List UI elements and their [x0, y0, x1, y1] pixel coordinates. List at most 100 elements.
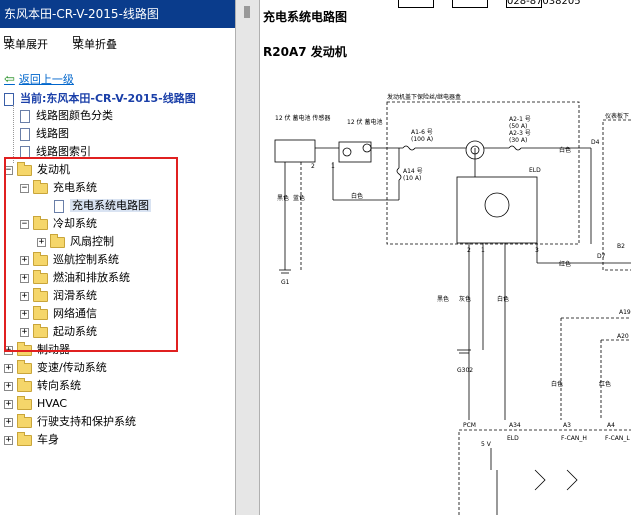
expand-toggle-icon[interactable]: +	[4, 434, 13, 445]
expand-icon	[4, 36, 11, 43]
folder-icon	[17, 395, 32, 410]
expand-toggle-icon[interactable]: +	[37, 236, 46, 247]
wire-color-white: 白色	[551, 380, 563, 388]
tree-item-fuel-emission[interactable]: +燃油和排放系统	[20, 269, 130, 284]
pin-3-label: 3	[535, 247, 539, 254]
folder-icon	[33, 251, 48, 266]
expand-toggle-icon[interactable]: +	[4, 380, 13, 391]
expand-toggle-icon[interactable]: +	[20, 326, 29, 337]
pane-splitter[interactable]	[235, 0, 260, 515]
wiring-diagram: 发动机盖下保险丝/继电器盒 12 伏 蓄电池 传感器 12 伏 蓄电池 A1-6…	[274, 93, 631, 515]
fuse-a14-label: A14 号	[403, 168, 423, 175]
folder-icon	[17, 341, 32, 356]
fuse-a14-amp: (10 A)	[403, 175, 421, 182]
folder-icon	[50, 233, 65, 248]
window-title: 东风本田-CR-V-2015-线路图	[0, 0, 235, 28]
folder-icon	[17, 431, 32, 446]
scrollbar-thumb[interactable]	[244, 6, 250, 18]
back-arrow-icon: ⇦	[4, 72, 15, 87]
pin-2-label: 2	[467, 247, 471, 254]
fuse-a16-amp: (100 A)	[411, 136, 433, 143]
tree-item-lubrication[interactable]: +润滑系统	[20, 287, 97, 302]
tree-item-brake[interactable]: +制动器	[4, 341, 70, 356]
tree-item-wiring-index[interactable]: 线路图索引	[20, 143, 91, 160]
tree-item-cruise-control[interactable]: +巡航控制系统	[20, 251, 119, 266]
document-header	[392, 0, 631, 8]
d4-label: D4	[591, 139, 600, 146]
folder-open-icon	[33, 179, 48, 194]
expand-toggle-icon[interactable]: +	[4, 344, 13, 355]
tree-item-network[interactable]: +网络通信	[20, 305, 97, 320]
header-cell	[398, 0, 434, 8]
collapse-toggle-icon[interactable]: −	[20, 218, 29, 229]
tree-item-wiring-diagram[interactable]: 线路图	[20, 125, 69, 142]
current-location: 当前:东风本田-CR-V-2015-线路图	[4, 90, 196, 106]
a4-label: A4	[607, 422, 615, 429]
a3-label: A3	[563, 422, 571, 429]
d7-label: D7	[597, 253, 606, 260]
wire-color-white: 白色	[559, 146, 571, 154]
header-cell	[506, 0, 542, 8]
tree-item-transmission[interactable]: +变速/传动系统	[4, 359, 107, 374]
a19-label: A19	[619, 309, 631, 316]
pin-1-label: 1	[481, 247, 485, 254]
document-subtitle: R20A7 发动机	[263, 45, 347, 59]
folder-icon	[17, 377, 32, 392]
tree-item-steering[interactable]: +转向系统	[4, 377, 81, 392]
a34-label: A34	[509, 422, 521, 429]
tree-item-charging-system[interactable]: −充电系统	[20, 179, 97, 194]
wire-color-gray: 灰色	[459, 295, 471, 303]
battery-sensor-label: 12 伏 蓄电池 传感器	[275, 114, 330, 122]
tree-item-hvac[interactable]: +HVAC	[4, 395, 68, 410]
expand-toggle-icon[interactable]: +	[4, 398, 13, 409]
location-icon	[4, 92, 14, 106]
wire-color-white: 白色	[351, 192, 363, 200]
eld-input-label: ELD	[507, 435, 519, 442]
fuse-a16-label: A1-6 号	[411, 129, 433, 136]
folder-icon	[17, 413, 32, 428]
tree-item-cooling-system[interactable]: −冷却系统	[20, 215, 97, 230]
document-pane: 028-87038205 充电系统电路图 R20A7 发动机	[261, 0, 631, 515]
ground-g302-label: G302	[457, 367, 473, 374]
phone-number: 028-87038205	[507, 0, 581, 7]
pin-1-label: 1	[331, 163, 335, 170]
folder-icon	[33, 323, 48, 338]
wire-color-white: 白色	[497, 295, 509, 303]
expand-toggle-icon[interactable]: +	[20, 308, 29, 319]
document-icon	[20, 145, 30, 159]
battery-label: 12 伏 蓄电池	[347, 118, 382, 126]
tree-item-safety[interactable]: +行驶支持和保护系统	[4, 413, 136, 428]
header-cell	[452, 0, 488, 8]
tree-item-charging-diagram[interactable]: 充电系统电路图	[54, 197, 151, 214]
expand-toggle-icon[interactable]: +	[4, 416, 13, 427]
tree-item-body[interactable]: +车身	[4, 431, 59, 446]
expand-toggle-icon[interactable]: +	[4, 362, 13, 373]
folder-open-icon	[17, 161, 32, 176]
pcm-label: PCM	[463, 422, 476, 429]
navigation-pane: 东风本田-CR-V-2015-线路图 菜单展开 菜单折叠 ⇦返回上一级 当前:东…	[0, 0, 235, 515]
tree-item-color-classification[interactable]: 线路图颜色分类	[20, 107, 113, 124]
expand-toggle-icon[interactable]: +	[20, 254, 29, 265]
expand-toggle-icon[interactable]: +	[20, 290, 29, 301]
document-title: 充电系统电路图	[263, 10, 348, 24]
fuse-box-label: 发动机盖下保险丝/继电器盒	[387, 93, 461, 101]
tree-item-engine[interactable]: −发动机	[4, 161, 70, 176]
collapse-icon	[73, 36, 80, 43]
folder-icon	[33, 287, 48, 302]
back-link[interactable]: ⇦返回上一级	[4, 72, 74, 87]
wire-color-red: 红色	[599, 380, 611, 388]
tree-item-starting-system[interactable]: +起动系统	[20, 323, 97, 338]
collapse-toggle-icon[interactable]: −	[20, 182, 29, 193]
eld-label: ELD	[529, 167, 541, 174]
b2-label: B2	[617, 243, 625, 250]
wire-color-red: 红色	[559, 260, 571, 268]
ground-g1-label: G1	[281, 279, 290, 286]
expand-toggle-icon[interactable]: +	[20, 272, 29, 283]
document-icon	[20, 127, 30, 141]
wire-color-black: 黑色	[437, 295, 449, 303]
collapse-toggle-icon[interactable]: −	[4, 164, 13, 175]
a20-label: A20	[617, 333, 629, 340]
fuse-a21-amp: (50 A)	[509, 123, 527, 130]
tree-item-fan-control[interactable]: +风扇控制	[37, 233, 114, 248]
wire-color-black: 黑色	[277, 194, 289, 202]
